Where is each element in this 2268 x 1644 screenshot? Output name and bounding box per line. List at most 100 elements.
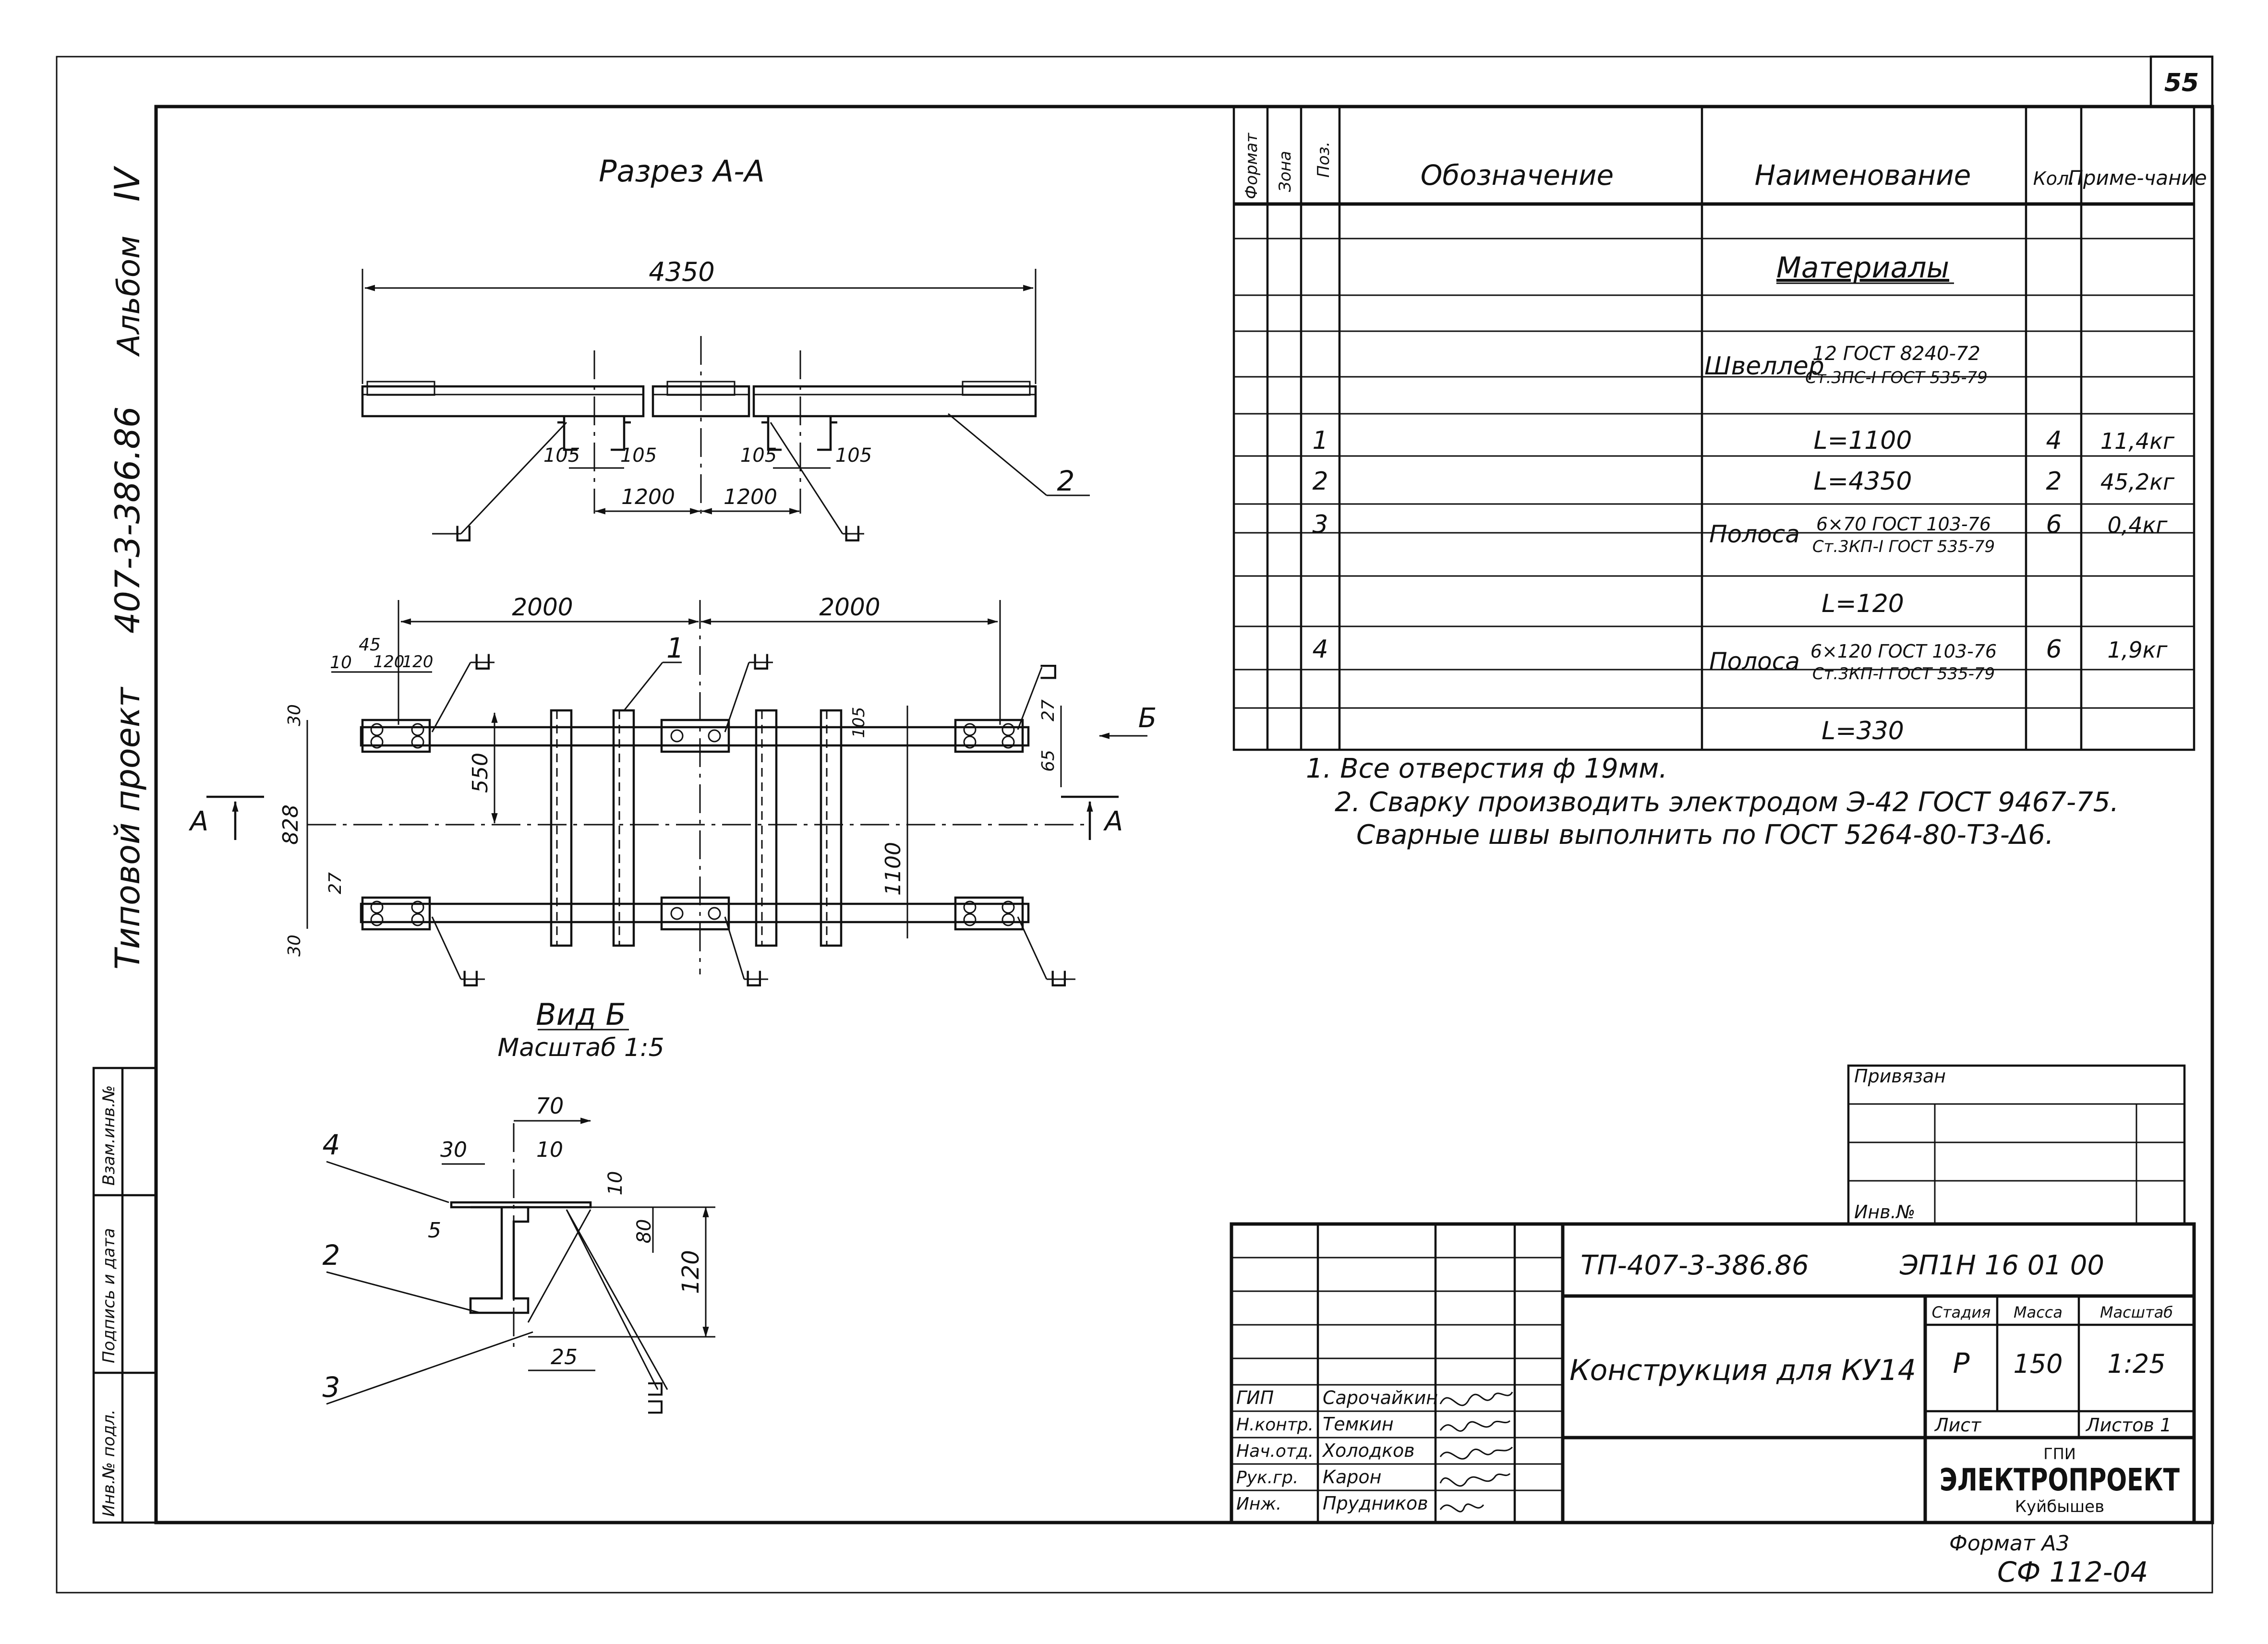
header-designation: Обозначение (1421, 159, 1614, 192)
post-1c (755, 709, 778, 947)
project-code: ТП-407-3-386.86 (1580, 1250, 1809, 1281)
weld-symbol-vb-4: ⊔ (461, 964, 481, 993)
weld-symbol-vb-5: ⊔ (744, 964, 764, 993)
row3-name-top: 6×70 ГОСТ 103-76 (1816, 514, 1991, 535)
dim-65: 65 (1038, 750, 1058, 772)
row3-name-main: Полоса (1709, 520, 1800, 548)
dim-detail-10-right: 10 (604, 1171, 627, 1196)
leader-pos-1: 1 (666, 632, 684, 664)
binding-label: Привязан (1854, 1066, 1946, 1087)
channel-left (361, 385, 645, 418)
section-aa: Разрез А-А 4350 105 105 105 105 (361, 154, 1090, 548)
side-project-number: 407-3-386.86 (108, 406, 147, 634)
format-label: Формат А3 (1949, 1531, 2070, 1556)
header-qty: Кол. (2033, 168, 2075, 189)
notes: 1. Все отверстия ф 19мм. 2. Сварку произ… (1306, 753, 2119, 851)
scale-value: 1:25 (2107, 1349, 2165, 1379)
dim-30-top: 30 (285, 704, 304, 726)
org-top: ГПИ (2043, 1445, 2076, 1463)
sheets-label: Листов 1 (2085, 1415, 2171, 1436)
view-b: 2000 2000 10 45 120 120 (189, 593, 1157, 1062)
bottom-rail (360, 902, 1030, 924)
row5-qty: 6 (2046, 635, 2062, 664)
spec-table: Формат Зона Поз. Обозначение Наименовани… (1232, 105, 2207, 751)
row2-name: L=4350 (1814, 467, 1912, 496)
dim-detail-25: 25 (551, 1345, 578, 1369)
dim-detail-120: 120 (677, 1250, 704, 1294)
row5-name-bottom: Ст.3КП-I ГОСТ 535-79 (1812, 664, 1995, 684)
dim-30-bottom: 30 (285, 935, 304, 957)
post-1a (550, 709, 573, 947)
row6-name: L=330 (1822, 717, 1904, 745)
scale-label: Масштаб (2100, 1303, 2173, 1321)
dim-828: 828 (278, 804, 303, 845)
row0-name-bottom: Ст.3ПС-I ГОСТ 535-79 (1805, 368, 1988, 387)
row5-name-main: Полоса (1709, 648, 1800, 675)
title-block: ТП-407-3-386.86 ЭП1Н 16 01 00 Конструкци… (1230, 1222, 2196, 1524)
post-1d (820, 709, 843, 947)
sig-name-3: Карон (1323, 1466, 1381, 1488)
header-format: Формат (1242, 132, 1261, 199)
row3-qty: 6 (2046, 510, 2062, 539)
sig-role-4: Инж. (1236, 1494, 1281, 1514)
row3-note: 0,4кг (2107, 512, 2168, 538)
header-zone: Зона (1276, 151, 1295, 192)
row1-name: L=1100 (1814, 426, 1912, 455)
sig-role-2: Нач.отд. (1236, 1441, 1314, 1461)
weld-symbol-vb-1: ⊔ (473, 647, 493, 676)
dim-105-b: 105 (620, 444, 657, 467)
side-album-label: Альбом (111, 236, 147, 357)
row5-pos: 4 (1312, 635, 1328, 664)
sig-name-2: Холодков (1322, 1440, 1415, 1461)
detail-pos-2: 2 (323, 1239, 340, 1272)
view-arrow-b-label: Б (1138, 703, 1157, 734)
dim-27-left: 27 (326, 872, 345, 894)
header-pos: Поз. (1314, 142, 1333, 178)
weld-symbol-vb-3: ⊔ (1034, 662, 1062, 682)
dim-detail-5: 5 (428, 1218, 441, 1243)
note-1: 1. Все отверстия ф 19мм. (1306, 753, 1667, 784)
section-mark-a-left: А (189, 806, 208, 837)
page-number: 55 (2164, 69, 2199, 97)
post-1b (612, 709, 635, 947)
sig-role-0: ГИП (1236, 1387, 1274, 1408)
org-city: Куйбышев (2015, 1497, 2104, 1516)
sig-name-4: Прудников (1323, 1493, 1428, 1514)
section-title-materials: Материалы (1776, 251, 1949, 285)
weld-symbol-detail: ⊔⊔ (641, 1380, 668, 1416)
mass-label: Масса (2014, 1303, 2063, 1321)
plate-top-right (954, 719, 1024, 753)
sig-name-1: Темкин (1323, 1414, 1394, 1435)
header-name: Наименование (1755, 159, 1971, 192)
sig-role-3: Рук.гр. (1236, 1468, 1298, 1488)
row0-name-main: Швеллер (1704, 352, 1824, 381)
dim-2000-left: 2000 (512, 593, 573, 621)
section-aa-title: Разрез А-А (599, 154, 765, 189)
inner-frame (154, 105, 2214, 1524)
stage-value: Р (1953, 1347, 1970, 1380)
view-b-scale: Масштаб 1:5 (497, 1033, 664, 1062)
view-b-title: Вид Б (536, 997, 626, 1032)
dim-detail-10-top: 10 (536, 1138, 563, 1162)
dim-2000-right: 2000 (819, 593, 880, 621)
detail-section: 70 30 10 10 5 80 120 25 ⊔⊔ 4 2 3 (323, 1093, 715, 1416)
stage-label: Стадия (1932, 1303, 1991, 1321)
signature-scribbles (1439, 1392, 1513, 1512)
note-3: Сварные швы выполнить по ГОСТ 5264-80-Т3… (1356, 819, 2054, 851)
row5-name-top: 6×120 ГОСТ 103-76 (1810, 641, 1997, 662)
dim-10: 10 (330, 653, 352, 672)
sig-name-0: Сарочайкин (1323, 1387, 1438, 1408)
row1-note: 11,4кг (2100, 428, 2175, 454)
row1-qty: 4 (2046, 426, 2062, 455)
dim-105-d: 105 (835, 444, 872, 467)
dim-detail-80: 80 (633, 1219, 655, 1244)
doc-code: ЭП1Н 16 01 00 (1899, 1250, 2104, 1281)
row4-name: L=120 (1822, 589, 1904, 618)
dim-detail-70: 70 (536, 1093, 564, 1119)
side-stamp-inv: Инв.№ подл. (99, 1409, 119, 1517)
form-code: СФ 112-04 (1997, 1556, 2148, 1588)
sheet-label: Лист (1934, 1415, 1982, 1436)
row2-pos: 2 (1312, 467, 1328, 496)
leader-pos-2-aa: 2 (1057, 465, 1075, 497)
plate-top-left (361, 719, 431, 753)
